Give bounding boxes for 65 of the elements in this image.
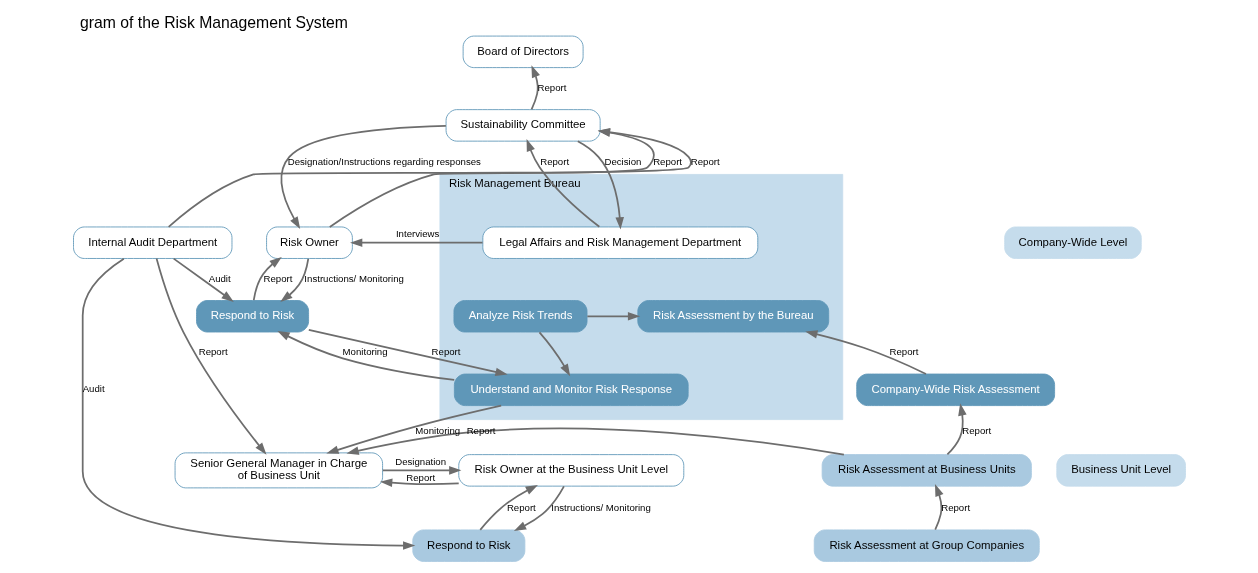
edge-label: Decision — [603, 155, 641, 167]
arrow — [478, 484, 538, 531]
node-box: Sustainability Committee — [445, 109, 601, 142]
edge-label: Report — [431, 346, 461, 358]
node-box: Internal Audit Department — [72, 226, 232, 259]
edge-label: Report — [537, 82, 566, 94]
arrow — [946, 403, 967, 456]
edge-label: Report — [539, 155, 569, 167]
edge-label: Interviews — [395, 228, 439, 240]
arrow — [279, 257, 309, 303]
edge-label: Instructions/ Monitoring — [303, 272, 404, 284]
arrow — [538, 331, 570, 377]
edge-label: Report — [263, 272, 292, 284]
node-box: Company-Wide Risk Assessment — [855, 373, 1055, 406]
edge-label: Monitoring — [342, 346, 388, 358]
arrow — [586, 311, 640, 321]
arrow — [933, 484, 943, 531]
edge-label: Report — [889, 346, 918, 358]
edge-label: Designation/Instructions regarding responses — [287, 155, 481, 167]
node-box: Board of Directors — [462, 35, 584, 69]
arrow — [325, 404, 502, 454]
arrow — [346, 427, 845, 456]
node-box: Risk Owner at the Business Unit Level — [457, 454, 684, 487]
arrow — [307, 328, 508, 377]
node-box: Risk Assessment at Group Companies — [813, 529, 1040, 562]
arrow — [804, 330, 927, 375]
arrow — [513, 485, 565, 531]
arrow — [276, 330, 455, 381]
arrow — [167, 128, 692, 228]
edge-label: Report — [652, 155, 682, 167]
arrow — [280, 124, 447, 229]
node-box: Understand and Monitor Risk Response — [453, 373, 689, 406]
arrow — [349, 238, 483, 248]
node-box: Risk Owner — [265, 226, 353, 259]
node-box: Risk Assessment at Business Units — [821, 454, 1032, 487]
node-box: Analyze Risk Trends — [453, 300, 587, 333]
edge-label: Designation — [394, 455, 446, 467]
arrow — [155, 257, 266, 455]
edge-label: Report — [961, 425, 991, 437]
edge-label: Report — [506, 502, 536, 514]
diagram-title: gram of the Risk Management System — [79, 13, 348, 31]
arrow — [381, 466, 461, 475]
edge-label: Audit — [208, 272, 231, 284]
edge-label: Report — [405, 471, 435, 483]
arrow — [172, 257, 234, 302]
edge-label: Instructions/ Monitoring — [550, 502, 651, 514]
arrow — [379, 478, 460, 487]
arrow — [328, 128, 655, 228]
arrow — [526, 139, 600, 228]
edge-label: Audit — [82, 383, 105, 395]
edge-label: Monitoring — [414, 425, 460, 437]
edge-label: Report — [940, 502, 970, 514]
arrow — [81, 257, 415, 550]
node-box: Company-Wide Level — [1003, 226, 1142, 259]
arrow — [252, 256, 282, 302]
edge-label: Report — [690, 155, 720, 167]
arrow — [576, 140, 624, 230]
node-box: Legal Affairs and Risk Management Department — [481, 226, 758, 259]
node-box: Risk Assessment by the Bureau — [636, 300, 829, 333]
arrow — [530, 65, 540, 111]
node-box: Respond to Risk — [411, 529, 525, 562]
node-box: Senior General Manager in Charge of Business Unit — [174, 452, 383, 489]
node-box: Respond to Risk — [195, 300, 309, 333]
node-box: Business Unit Level — [1055, 454, 1186, 487]
edge-label: Report — [198, 346, 228, 358]
